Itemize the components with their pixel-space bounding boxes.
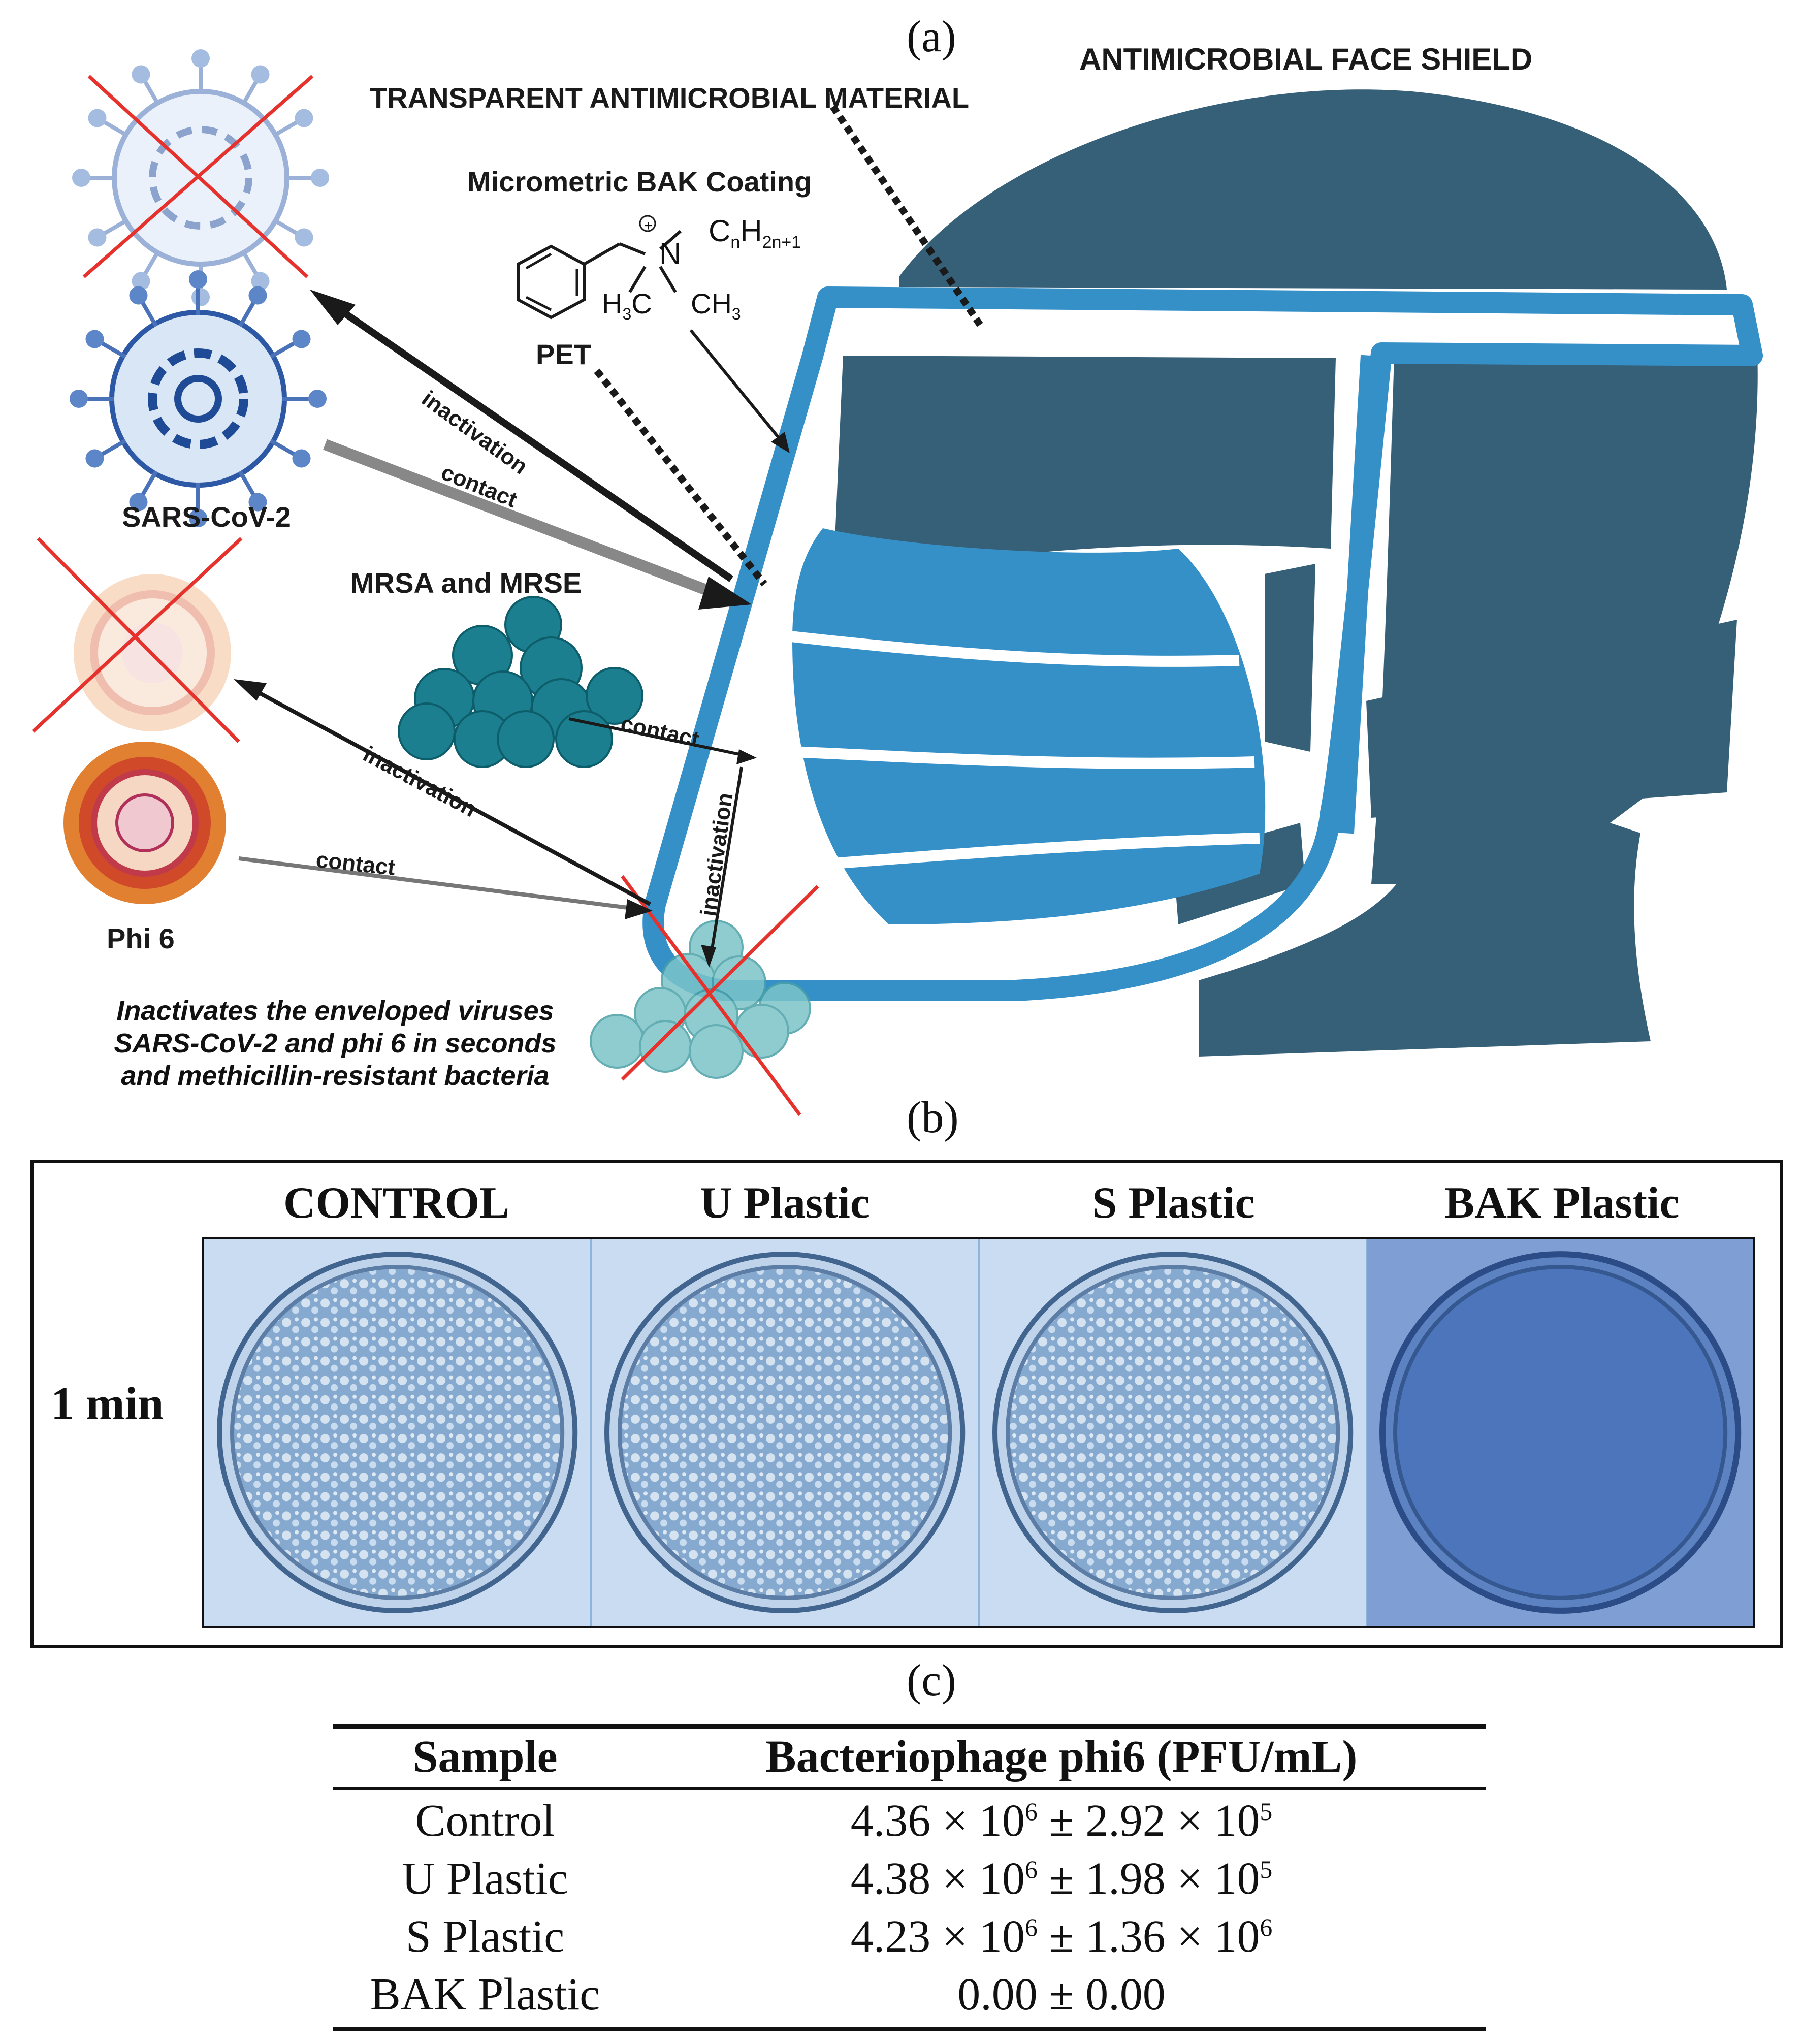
table-row: BAK Plastic 0.00 ± 0.00 <box>333 1966 1486 2024</box>
inactivated-bacteria-icon <box>590 920 811 1079</box>
column-header-s-plastic: S Plastic <box>1092 1178 1255 1228</box>
face-upper-panel <box>833 356 1336 584</box>
table-row: S Plastic 4.23 × 106 ± 1.36 × 106 <box>333 1908 1486 1966</box>
chem-charge: + <box>644 217 653 234</box>
cell-sample: S Plastic <box>405 1911 565 1962</box>
coating-label: Micrometric BAK Coating <box>467 166 812 198</box>
head-lower-band <box>1366 620 1737 818</box>
petri-dish-bak-plastic <box>1367 1239 1753 1626</box>
chem-nitrogen: N <box>659 237 682 271</box>
cell-sample: Control <box>415 1796 555 1846</box>
panel-c-label: (c) <box>907 1656 956 1705</box>
cell-value: 4.36 × 106 ± 2.92 × 105 <box>850 1796 1273 1846</box>
chem-methyl-2: CH3 <box>691 288 741 324</box>
table-bottom-rule <box>333 2027 1486 2031</box>
cheek-panel <box>1265 564 1315 752</box>
sars-cov-2-label: SARS-CoV-2 <box>122 501 291 533</box>
panel-b-label: (b) <box>907 1093 959 1142</box>
headband-dome <box>899 89 1727 290</box>
panel-b-frame <box>30 1160 1783 1648</box>
phi6-icon <box>63 742 226 904</box>
cell-sample: U Plastic <box>402 1854 568 1904</box>
cell-value: 4.23 × 106 ± 1.36 × 106 <box>850 1911 1273 1962</box>
pet-label: PET <box>536 338 591 370</box>
column-header-u-plastic: U Plastic <box>700 1178 870 1228</box>
table-row: Control 4.36 × 106 ± 2.92 × 105 <box>333 1792 1486 1850</box>
face-shield-title: ANTIMICROBIAL FACE SHIELD <box>1079 42 1533 76</box>
cell-value: 0.00 ± 0.00 <box>957 1969 1166 2020</box>
material-label: TRANSPARENT ANTIMICROBIAL MATERIAL <box>370 82 970 114</box>
cell-sample: BAK Plastic <box>370 1969 600 2020</box>
petri-dish-s-plastic <box>979 1239 1367 1626</box>
bak-molecule <box>517 215 682 320</box>
phi6-label: Phi 6 <box>107 922 175 954</box>
panel-a-caption: Inactivates the enveloped viruses SARS-C… <box>66 995 604 1092</box>
column-header-bak-plastic: BAK Plastic <box>1444 1178 1680 1228</box>
mrsa-cluster-icon <box>398 596 643 768</box>
header-sample: Sample <box>412 1732 558 1782</box>
table-header-rule <box>333 1787 1486 1790</box>
cell-value: 4.38 × 106 ± 1.98 × 105 <box>850 1854 1273 1904</box>
petri-dish-strip <box>202 1237 1755 1628</box>
header-phi6: Bacteriophage phi6 (PFU/mL) <box>765 1732 1358 1782</box>
row-label-1min: 1 min <box>51 1378 164 1429</box>
chem-methyl-1: H3C <box>602 288 652 324</box>
column-header-control: CONTROL <box>283 1178 509 1228</box>
table-row: U Plastic 4.38 × 106 ± 1.98 × 105 <box>333 1850 1486 1908</box>
organisms-illustration <box>31 0 819 1116</box>
caption-line-2: SARS-CoV-2 and phi 6 in seconds <box>114 1028 557 1059</box>
results-table: Sample Bacteriophage phi6 (PFU/mL) Contr… <box>333 1728 1486 2031</box>
surgical-mask <box>792 528 1266 924</box>
petri-dish-u-plastic <box>592 1239 980 1626</box>
caption-line-1: Inactivates the enveloped viruses <box>116 996 554 1026</box>
table-top-rule <box>333 1724 1486 1729</box>
table-header-row: Sample Bacteriophage phi6 (PFU/mL) <box>333 1728 1486 1786</box>
caption-line-3: and methicillin-resistant bacteria <box>121 1061 550 1091</box>
panel-a-label: (a) <box>907 12 956 61</box>
chem-chain: CnH2n+1 <box>709 214 801 252</box>
mrsa-label: MRSA and MRSE <box>350 567 582 599</box>
sars-cov-2-icon <box>70 270 327 527</box>
petri-dish-control <box>204 1239 592 1626</box>
